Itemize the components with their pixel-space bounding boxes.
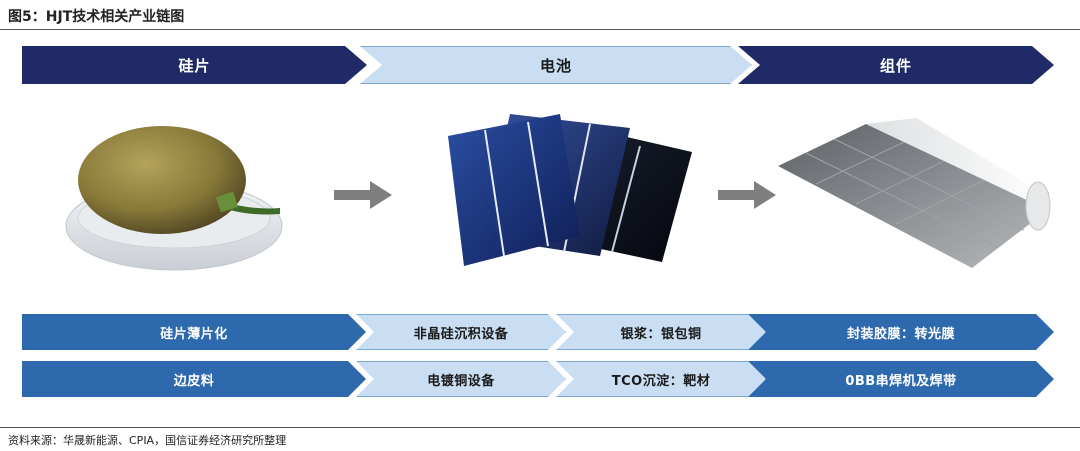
row2-item-2: 电镀铜设备	[356, 361, 566, 397]
row2-item-4-label: 0BB串焊机及焊带	[845, 370, 956, 389]
row1-item-1-label: 硅片薄片化	[160, 323, 228, 342]
solar-module-image	[776, 118, 1056, 270]
row1-item-2-label: 非晶硅沉积设备	[414, 323, 509, 342]
arrow-right-icon	[718, 181, 776, 209]
stage-cell-label: 电池	[540, 55, 572, 76]
stage-wafer: 硅片	[22, 46, 367, 84]
solar-cells-image	[430, 106, 692, 270]
row1-item-4: 封装胶膜：转光膜	[748, 314, 1054, 350]
bottom-divider	[0, 427, 1080, 428]
stage-wafer-label: 硅片	[178, 55, 210, 76]
stage-module: 组件	[738, 46, 1054, 84]
row1-item-2: 非晶硅沉积设备	[356, 314, 566, 350]
row1-item-3-label: 银浆：银包铜	[620, 323, 701, 342]
row1-item-4-label: 封装胶膜：转光膜	[847, 323, 955, 342]
stage-cell: 电池	[360, 46, 752, 84]
arrow-right-icon	[334, 181, 392, 209]
row2-item-3-label: TCO沉淀：靶材	[612, 370, 710, 389]
row2-item-3: TCO沉淀：靶材	[556, 361, 766, 397]
row2-item-2-label: 电镀铜设备	[427, 370, 495, 389]
row1-item-1: 硅片薄片化	[22, 314, 366, 350]
source-note: 资料来源：华晟新能源、CPIA，国信证券经济研究所整理	[8, 432, 286, 448]
row2-item-1: 边皮料	[22, 361, 366, 397]
row2-item-1-label: 边皮料	[174, 370, 215, 389]
silicon-wafer-image	[62, 118, 292, 276]
top-divider	[0, 29, 1080, 30]
figure-title: 图5：HJT技术相关产业链图	[8, 6, 184, 26]
row1-item-3: 银浆：银包铜	[556, 314, 766, 350]
row2-item-4: 0BB串焊机及焊带	[748, 361, 1054, 397]
stage-module-label: 组件	[880, 55, 912, 76]
